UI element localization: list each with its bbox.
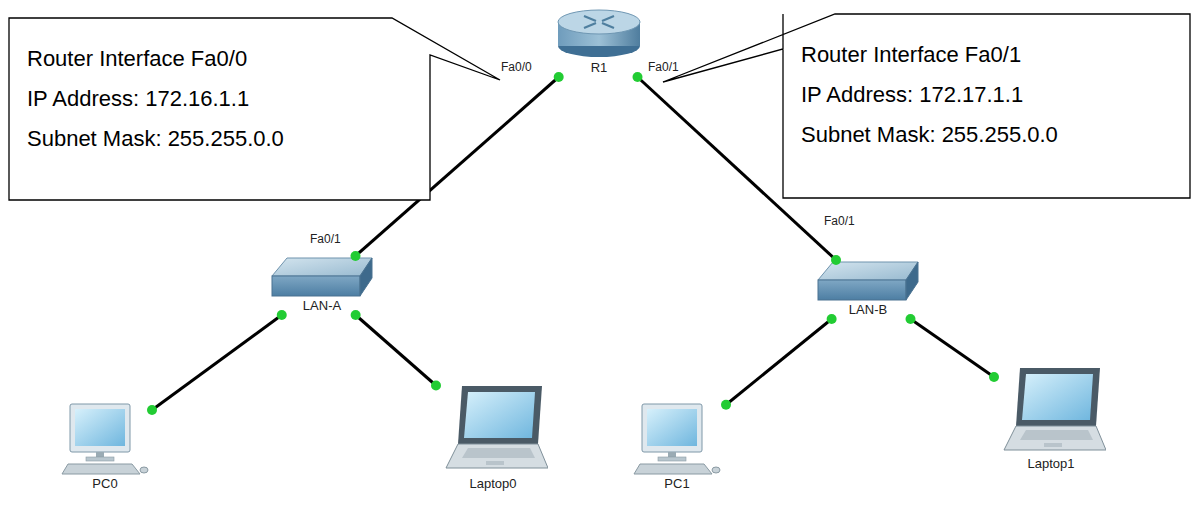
- port-label: Fa0/1: [646, 60, 681, 74]
- port-light: [554, 72, 564, 82]
- port-light: [431, 381, 441, 391]
- network-cable: [152, 315, 282, 410]
- laptop-icon: [1004, 368, 1106, 450]
- callout-text: Subnet Mask: 255.255.0.0: [27, 119, 412, 159]
- network-cable: [356, 315, 436, 386]
- port-light: [989, 372, 999, 382]
- port-light: [350, 251, 360, 261]
- callout-text: IP Address: 172.17.1.1: [801, 75, 1172, 115]
- switch-node: LAN-A: [272, 258, 372, 313]
- network-cable: [726, 319, 832, 405]
- device-name: Laptop1: [996, 456, 1106, 471]
- device-name: PC1: [630, 476, 724, 491]
- callout-outline-path: [9, 18, 500, 200]
- port-light: [831, 255, 841, 265]
- port-label: Fa0/0: [499, 60, 534, 74]
- device-name: LAN-A: [272, 298, 372, 313]
- device-name: PC0: [60, 476, 150, 491]
- port-label: Fa0/1: [308, 232, 343, 246]
- callout-text: Subnet Mask: 255.255.0.0: [801, 115, 1172, 155]
- device-name: R1: [558, 60, 640, 75]
- network-cable: [911, 319, 994, 377]
- port-light: [147, 405, 157, 415]
- pc-icon: [634, 404, 720, 474]
- pc-icon: [62, 404, 148, 474]
- laptop-icon: [446, 386, 548, 468]
- port-label: Fa0/1: [822, 214, 857, 228]
- device-name: Laptop0: [438, 476, 548, 491]
- pc-node: PC0: [60, 398, 150, 491]
- switch-icon: [272, 258, 372, 296]
- pc-node: PC1: [630, 398, 724, 491]
- port-light: [906, 314, 916, 324]
- callout-text: IP Address: 172.16.1.1: [27, 79, 412, 119]
- port-light: [633, 72, 643, 82]
- device-name: LAN-B: [818, 302, 918, 317]
- callout-text: Router Interface Fa0/1: [801, 35, 1172, 75]
- laptop-node: Laptop1: [996, 362, 1106, 471]
- laptop-node: Laptop0: [438, 380, 548, 491]
- switch-icon: [818, 262, 918, 300]
- port-light: [721, 400, 731, 410]
- callout-box: Router Interface Fa0/1IP Address: 172.17…: [783, 14, 1190, 198]
- switch-node: LAN-B: [818, 262, 918, 317]
- callout-box: Router Interface Fa0/0IP Address: 172.16…: [9, 18, 430, 200]
- callout-outline-path: [663, 14, 1190, 198]
- router-node: R1: [558, 8, 640, 75]
- router-icon: [558, 10, 640, 57]
- callout-text: Router Interface Fa0/0: [27, 39, 412, 79]
- port-light: [277, 310, 287, 320]
- port-light: [827, 314, 837, 324]
- port-light: [351, 310, 361, 320]
